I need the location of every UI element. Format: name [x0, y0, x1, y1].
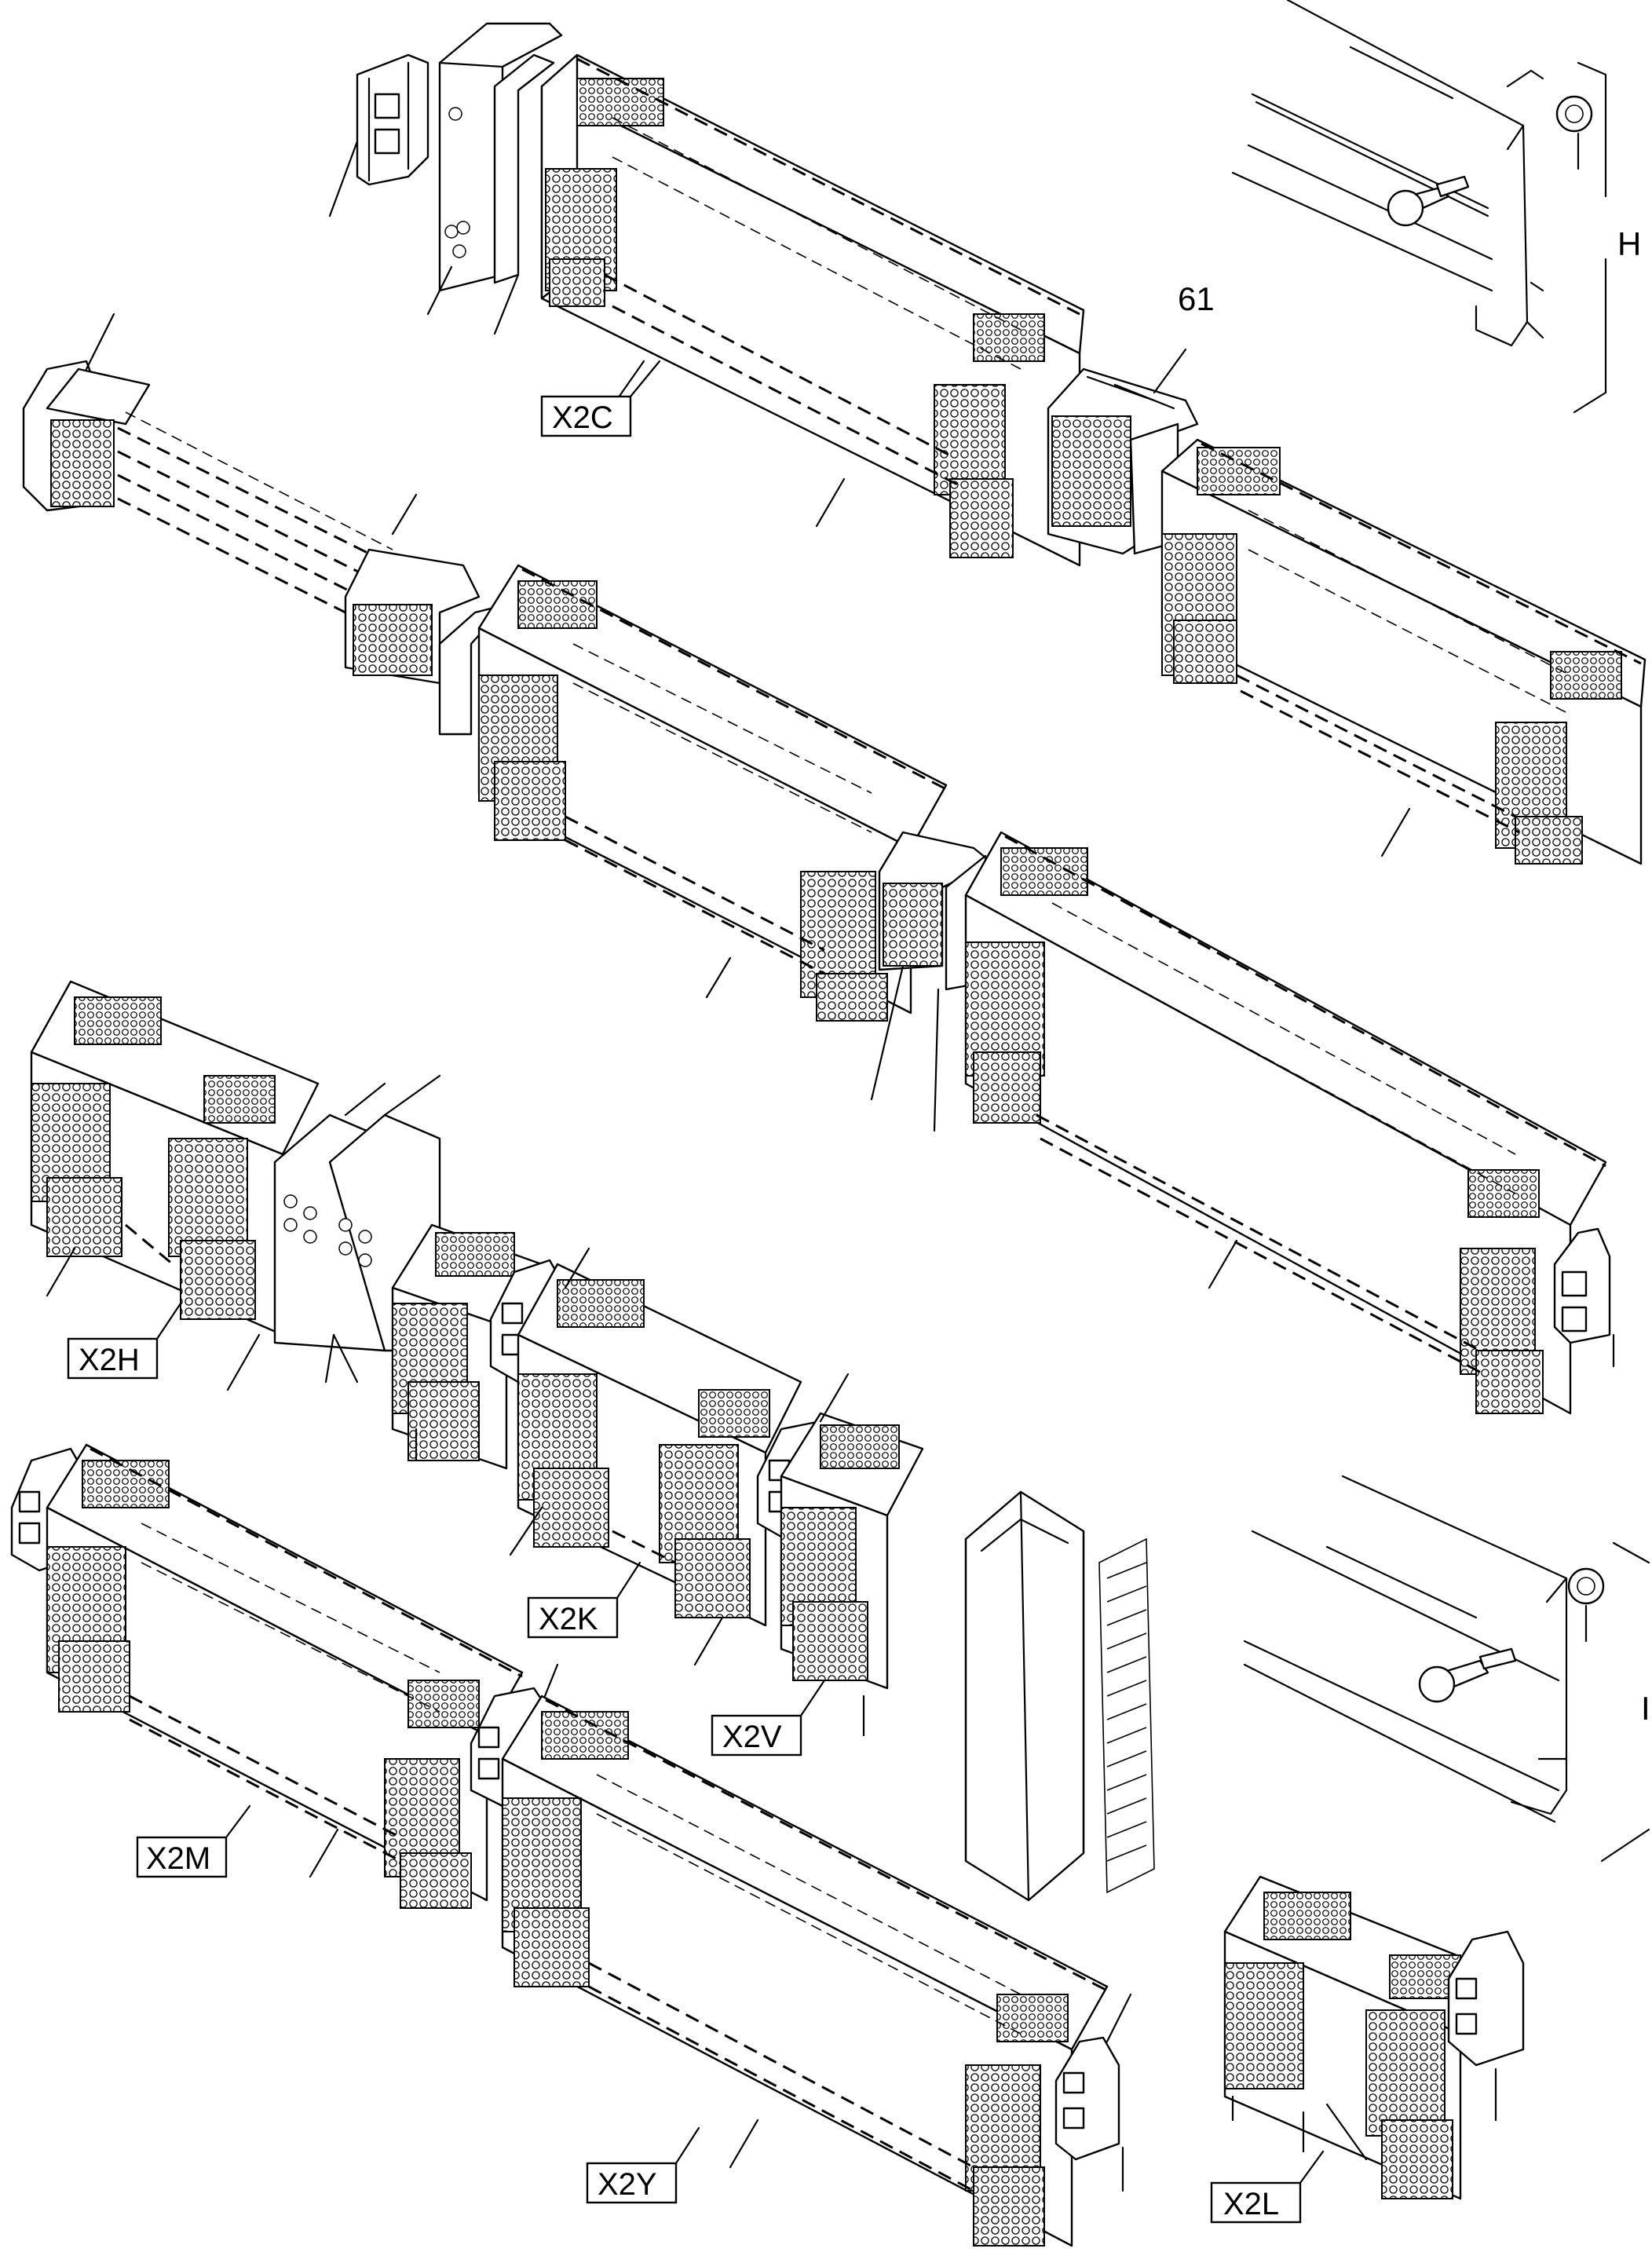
terminal-block-right-upper	[1160, 438, 1647, 865]
duct-slots	[1106, 1562, 1147, 1862]
label-x2l: X2L	[1210, 2150, 1325, 2224]
detail-i-label: I	[1641, 1690, 1650, 1727]
label-x2m: X2M	[136, 1804, 251, 1878]
terminal-block-x2m	[10, 1443, 524, 1909]
terminal-block-x2v	[756, 1373, 924, 1737]
label-x2k-text: X2K	[539, 1602, 598, 1636]
label-x2m-text: X2M	[146, 1841, 210, 1876]
terminal-block-x2h	[30, 980, 320, 1391]
terminal-block-x2k	[489, 1247, 802, 1666]
terminal-block-x2c	[540, 53, 1085, 567]
end-terminal-top	[328, 53, 429, 218]
label-x2y: X2Y	[586, 2126, 700, 2204]
detail-h-rail: H	[1231, 0, 1641, 414]
label-x2c: X2C	[540, 360, 661, 437]
terminal-row-left	[22, 313, 508, 736]
label-x2y-text: X2Y	[598, 2167, 657, 2202]
terminal-block-middle	[477, 564, 948, 1022]
terminal-block-right-lower	[964, 831, 1615, 1415]
detail-i-rail: I	[1243, 1475, 1650, 1863]
label-x2h-text: X2H	[79, 1343, 140, 1377]
detail-h-label: H	[1617, 225, 1641, 262]
item-61-label: 61	[1178, 280, 1215, 317]
label-x2k: X2K	[527, 1561, 641, 1639]
label-x2v: X2V	[711, 1679, 826, 1757]
cable-duct	[964, 1490, 1155, 1902]
label-x2l-text: X2L	[1223, 2187, 1279, 2221]
terminal-block-x2y	[470, 1663, 1132, 2247]
terminal-block-x2l	[1223, 1875, 1525, 2200]
separator-plate-top	[493, 53, 555, 335]
label-x2v-text: X2V	[722, 1720, 782, 1754]
terminal-pair-61: 61	[1047, 280, 1215, 555]
label-x2h: X2H	[67, 1302, 182, 1380]
label-x2c-text: X2C	[552, 400, 613, 435]
